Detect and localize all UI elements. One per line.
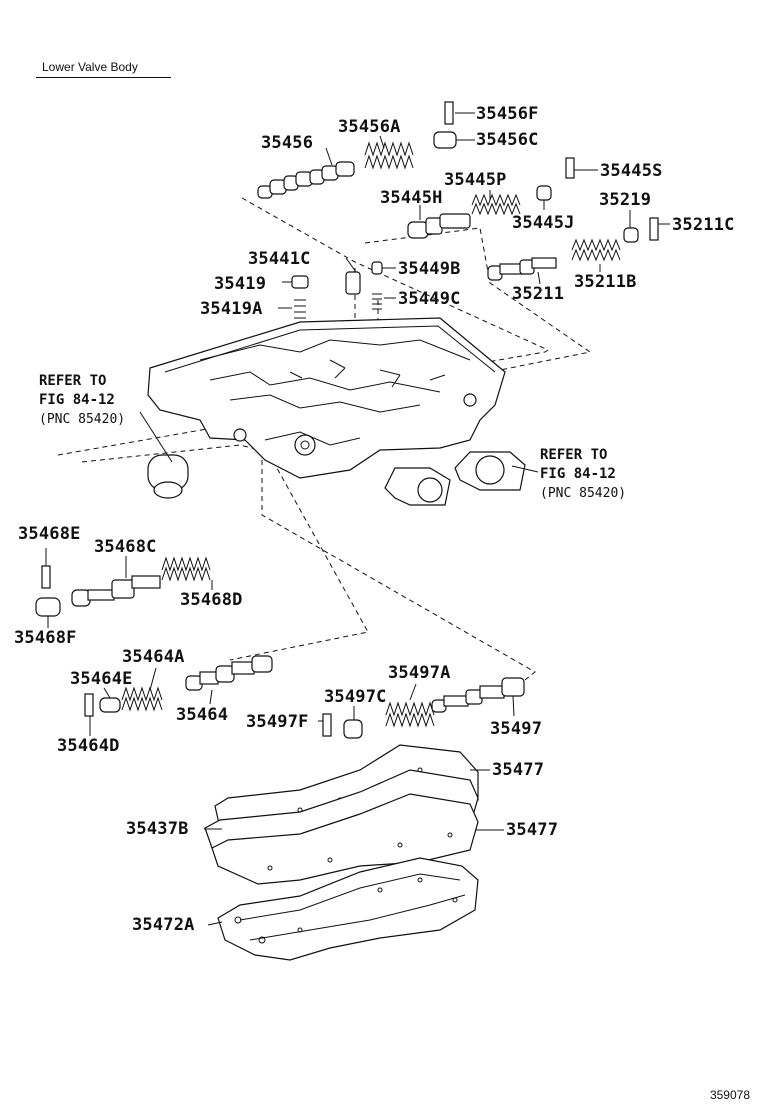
plug-35456C — [433, 131, 457, 149]
callout-35468D: 35468D — [180, 590, 243, 610]
callout-35497: 35497 — [490, 719, 543, 739]
leader-35211 — [537, 271, 541, 285]
valve-35464 — [185, 655, 273, 691]
assembly-line-right — [261, 460, 536, 681]
assembly-line-top — [241, 197, 550, 366]
pin-35468E — [41, 565, 51, 589]
ref-right-line2: FIG 84-12 — [540, 466, 616, 482]
plug-35445J — [536, 185, 552, 201]
callout-35464A: 35464A — [122, 647, 185, 667]
callout-35419A: 35419A — [200, 299, 263, 319]
callout-35211C: 35211C — [672, 215, 735, 235]
spring-35211B — [571, 238, 621, 262]
callout-35464: 35464 — [176, 705, 229, 725]
leader-35497 — [512, 695, 515, 717]
ref-right-line1: REFER TO — [540, 447, 608, 463]
leader-ref-left — [139, 411, 173, 463]
leader-35456 — [325, 147, 333, 166]
plug-35441C — [345, 271, 361, 295]
leader-35456A — [379, 135, 385, 149]
diagram-title: Lower Valve Body — [42, 60, 138, 74]
callout-35456: 35456 — [261, 133, 314, 153]
cover-35472A — [217, 857, 479, 961]
valve-35211 — [487, 257, 557, 281]
lower-valve-body — [147, 317, 506, 479]
callout-35464D: 35464D — [57, 736, 120, 756]
reference-note-right: REFER TO FIG 84-12 (PNC 85420) — [540, 446, 626, 503]
spring-35464A — [121, 686, 163, 712]
callout-35437B: 35437B — [126, 819, 189, 839]
leader-35497A — [409, 683, 417, 701]
callout-35211: 35211 — [512, 284, 565, 304]
callout-35468F: 35468F — [14, 628, 77, 648]
callout-35211B: 35211B — [574, 272, 637, 292]
spring-35468D — [161, 556, 211, 582]
callout-35449C: 35449C — [398, 289, 461, 309]
callout-35419: 35419 — [214, 274, 267, 294]
solenoid-left — [147, 454, 189, 499]
plug-35464E — [99, 697, 121, 713]
callout-35472A: 35472A — [132, 915, 195, 935]
callout-35456A: 35456A — [338, 117, 401, 137]
figure-number: 359078 — [709, 1088, 750, 1102]
valve-35497 — [431, 677, 525, 713]
callout-35477-upper: 35477 — [492, 760, 545, 780]
leader-35464 — [209, 689, 213, 705]
ref-right-line3: (PNC 85420) — [540, 486, 627, 501]
callout-35441C: 35441C — [248, 249, 311, 269]
callout-35449B: 35449B — [398, 259, 461, 279]
callout-35445P: 35445P — [444, 170, 507, 190]
pin-35445S — [565, 157, 575, 179]
title-underline — [36, 77, 171, 78]
leader-35441C — [345, 257, 357, 273]
spring-35497A — [385, 701, 435, 728]
callout-35456F: 35456F — [476, 104, 539, 124]
leader-ref-right — [511, 465, 539, 473]
plug-35219 — [623, 227, 639, 243]
callout-35497F: 35497F — [246, 712, 309, 732]
callout-35468E: 35468E — [18, 524, 81, 544]
callout-35468C: 35468C — [94, 537, 157, 557]
reference-note-left: REFER TO FIG 84-12 (PNC 85420) — [39, 372, 125, 429]
solenoid-right-1 — [384, 467, 451, 506]
pin-35497F — [322, 713, 332, 737]
callout-35477-lower: 35477 — [506, 820, 559, 840]
ref-left-line3: (PNC 85420) — [39, 412, 126, 427]
assembly-line-mid — [364, 227, 592, 371]
plug-35497C — [343, 719, 363, 739]
check-ball-35449B — [371, 261, 383, 275]
spring-35456A — [364, 141, 414, 170]
callout-35445S: 35445S — [600, 161, 663, 181]
valve-35419 — [291, 275, 309, 319]
callout-35445J: 35445J — [512, 213, 575, 233]
callout-35497C: 35497C — [324, 687, 387, 707]
pin-35211C — [649, 217, 659, 241]
plug-35468F — [35, 597, 61, 617]
solenoid-right-2 — [454, 451, 526, 491]
callout-35497A: 35497A — [388, 663, 451, 683]
callout-35445H: 35445H — [380, 188, 443, 208]
valve-35445H — [407, 213, 471, 239]
pin-35464D — [84, 693, 94, 717]
spring-35445P — [471, 193, 521, 216]
valve-35456 — [257, 161, 355, 199]
ref-left-line1: REFER TO — [39, 373, 107, 389]
pin-35456F — [444, 101, 454, 125]
valve-35468C — [71, 575, 161, 607]
callout-35219: 35219 — [599, 190, 652, 210]
leader-35464E — [103, 687, 111, 699]
callout-35464E: 35464E — [70, 669, 133, 689]
leader-35464A — [149, 667, 157, 691]
leader-35472A — [207, 921, 223, 926]
callout-35456C: 35456C — [476, 130, 539, 150]
ref-left-line2: FIG 84-12 — [39, 392, 115, 408]
spring-35449C — [372, 293, 382, 310]
